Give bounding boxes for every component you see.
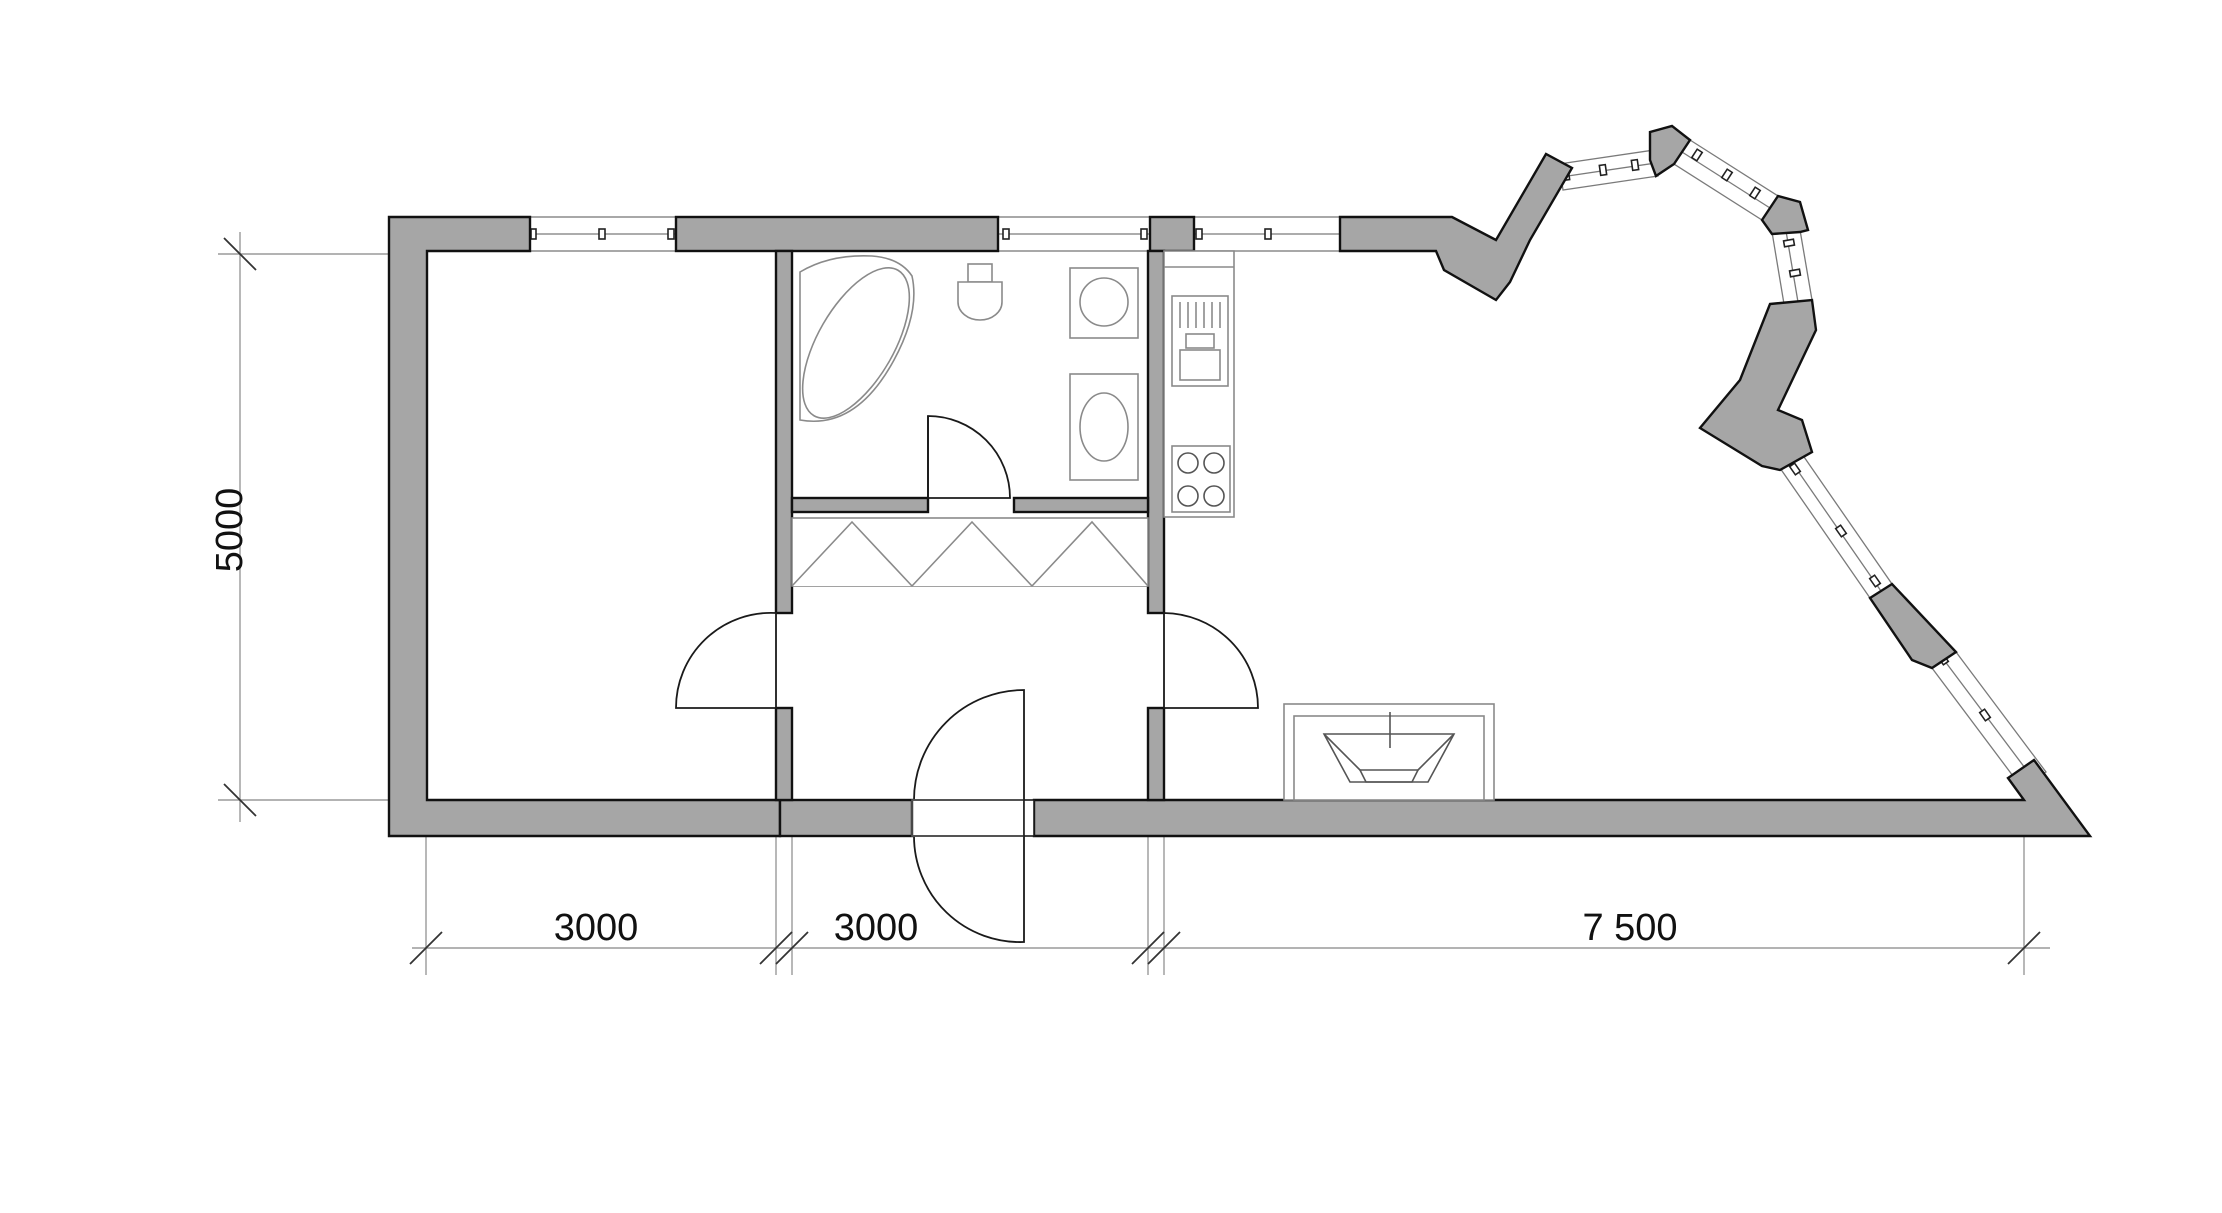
dimension-width-2-label: 3000 [834, 907, 919, 949]
dimension-labels: 5000 3000 3000 7 500 [209, 488, 1678, 949]
interior-walls [774, 249, 1166, 802]
dimension-height-label: 5000 [209, 488, 251, 573]
doors [675, 415, 1259, 943]
wall-top-right [1338, 152, 1574, 302]
wall-bay-lower [1698, 298, 1818, 472]
wall-top-middle [674, 215, 1000, 253]
wall-bay-corner-2 [1760, 194, 1810, 236]
door-bathroom [927, 415, 1011, 499]
wall-bottom-right [1032, 758, 2093, 838]
wall-bay-corner-1 [1648, 124, 1692, 178]
bathroom-sink [1069, 373, 1139, 481]
washing-machine [1069, 267, 1139, 339]
dimension-width-1-label: 3000 [554, 907, 639, 949]
exterior-walls [387, 124, 2093, 838]
dimension-lines [218, 232, 2050, 975]
wall-left [387, 215, 782, 838]
wall-top-pillar [1148, 215, 1196, 253]
door-entrance-outer [913, 835, 1025, 943]
dimension-width-3-label: 7 500 [1582, 907, 1677, 949]
bathtub [799, 255, 915, 422]
windows [529, 139, 2047, 789]
door-left-room [675, 612, 777, 709]
kitchen-counter [1163, 250, 1235, 518]
wall-bottom-center [778, 798, 914, 838]
door-right-room [1163, 612, 1259, 709]
wall-diagonal-pillar [1868, 582, 1958, 670]
fireplace [1283, 703, 1495, 801]
fixtures [791, 250, 1495, 801]
toilet [957, 263, 1003, 321]
door-entrance-inner [913, 689, 1025, 801]
wardrobe [791, 517, 1149, 588]
